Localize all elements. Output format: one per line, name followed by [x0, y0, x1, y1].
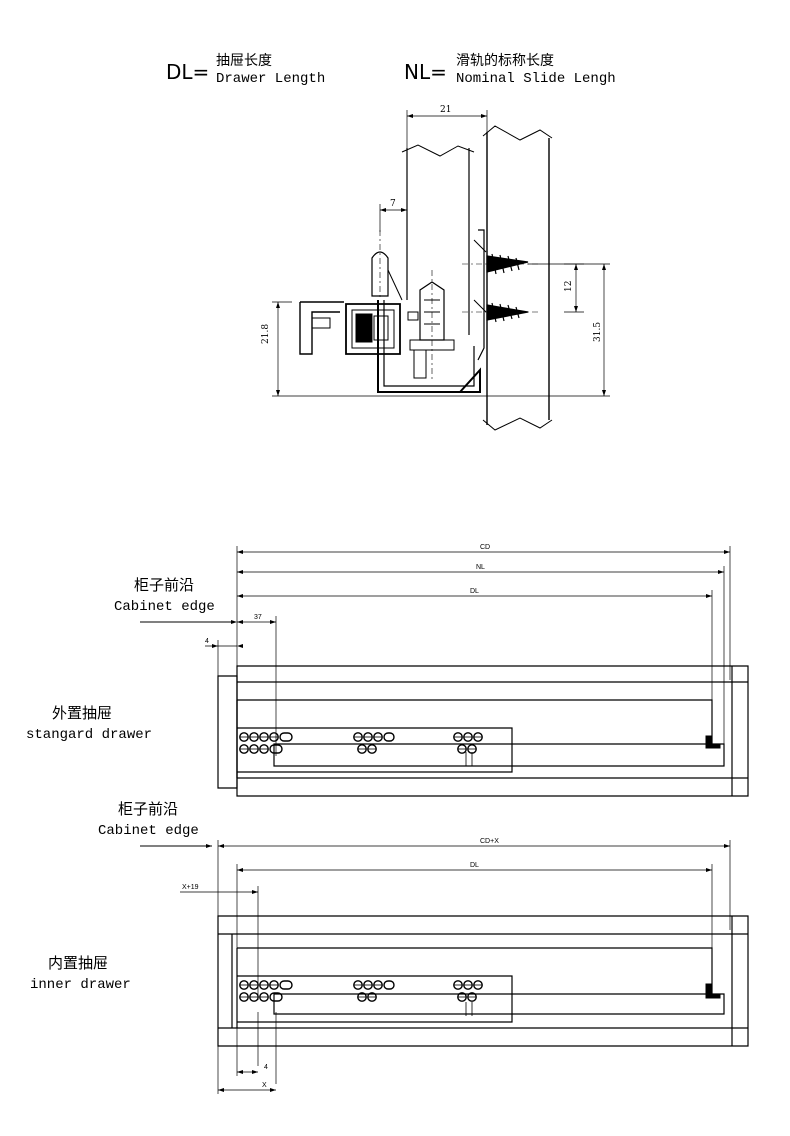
dim-dl: DL — [470, 588, 479, 595]
dim-dl-inner: DL — [470, 862, 479, 869]
dim-4: 4 — [205, 638, 209, 645]
dl-english-label: Drawer Length — [216, 71, 326, 87]
cabinet-edge-english-label-inner: Cabinet edge — [98, 823, 199, 839]
dim-nl: NL — [476, 564, 485, 571]
dl-abbreviation: DL= — [166, 60, 210, 84]
dim-21: 21 — [440, 105, 452, 115]
cabinet-edge-chinese-label-inner: 柜子前沿 — [118, 800, 179, 818]
dim-4-inner: 4 — [264, 1064, 268, 1071]
mounting-holes-inner — [239, 980, 483, 1002]
standard-drawer-english-label: stangard drawer — [26, 727, 153, 743]
mounting-slot — [383, 980, 395, 990]
dl-chinese-label: 抽屉长度 — [216, 53, 272, 69]
dim-cd: CD — [480, 544, 491, 551]
dim-x-plus-19: X+19 — [182, 884, 199, 891]
dim-cd-plus-x: CD+X — [480, 838, 499, 845]
nl-abbreviation: NL= — [404, 60, 447, 84]
mounting-slot — [269, 992, 283, 1002]
mounting-slot — [279, 980, 293, 990]
nl-english-label: Nominal Slide Lengh — [456, 71, 616, 87]
mounting-holes-standard — [239, 732, 483, 754]
nl-chinese-label: 滑轨的标称长度 — [456, 53, 554, 69]
screw-lower — [486, 302, 529, 323]
standard-drawer-chinese-label: 外置抽屉 — [52, 704, 113, 722]
mounting-slot — [269, 744, 283, 754]
mounting-slot — [279, 732, 293, 742]
dim-37: 37 — [254, 614, 262, 621]
inner-drawer-english-label: inner drawer — [30, 977, 131, 993]
mounting-slot — [383, 732, 395, 742]
dim-7: 7 — [390, 199, 396, 209]
cabinet-edge-english-label: Cabinet edge — [114, 599, 215, 615]
dim-x: X — [262, 1082, 267, 1089]
cabinet-edge-chinese-label: 柜子前沿 — [134, 576, 195, 594]
inner-drawer-chinese-label: 内置抽屉 — [48, 954, 109, 972]
